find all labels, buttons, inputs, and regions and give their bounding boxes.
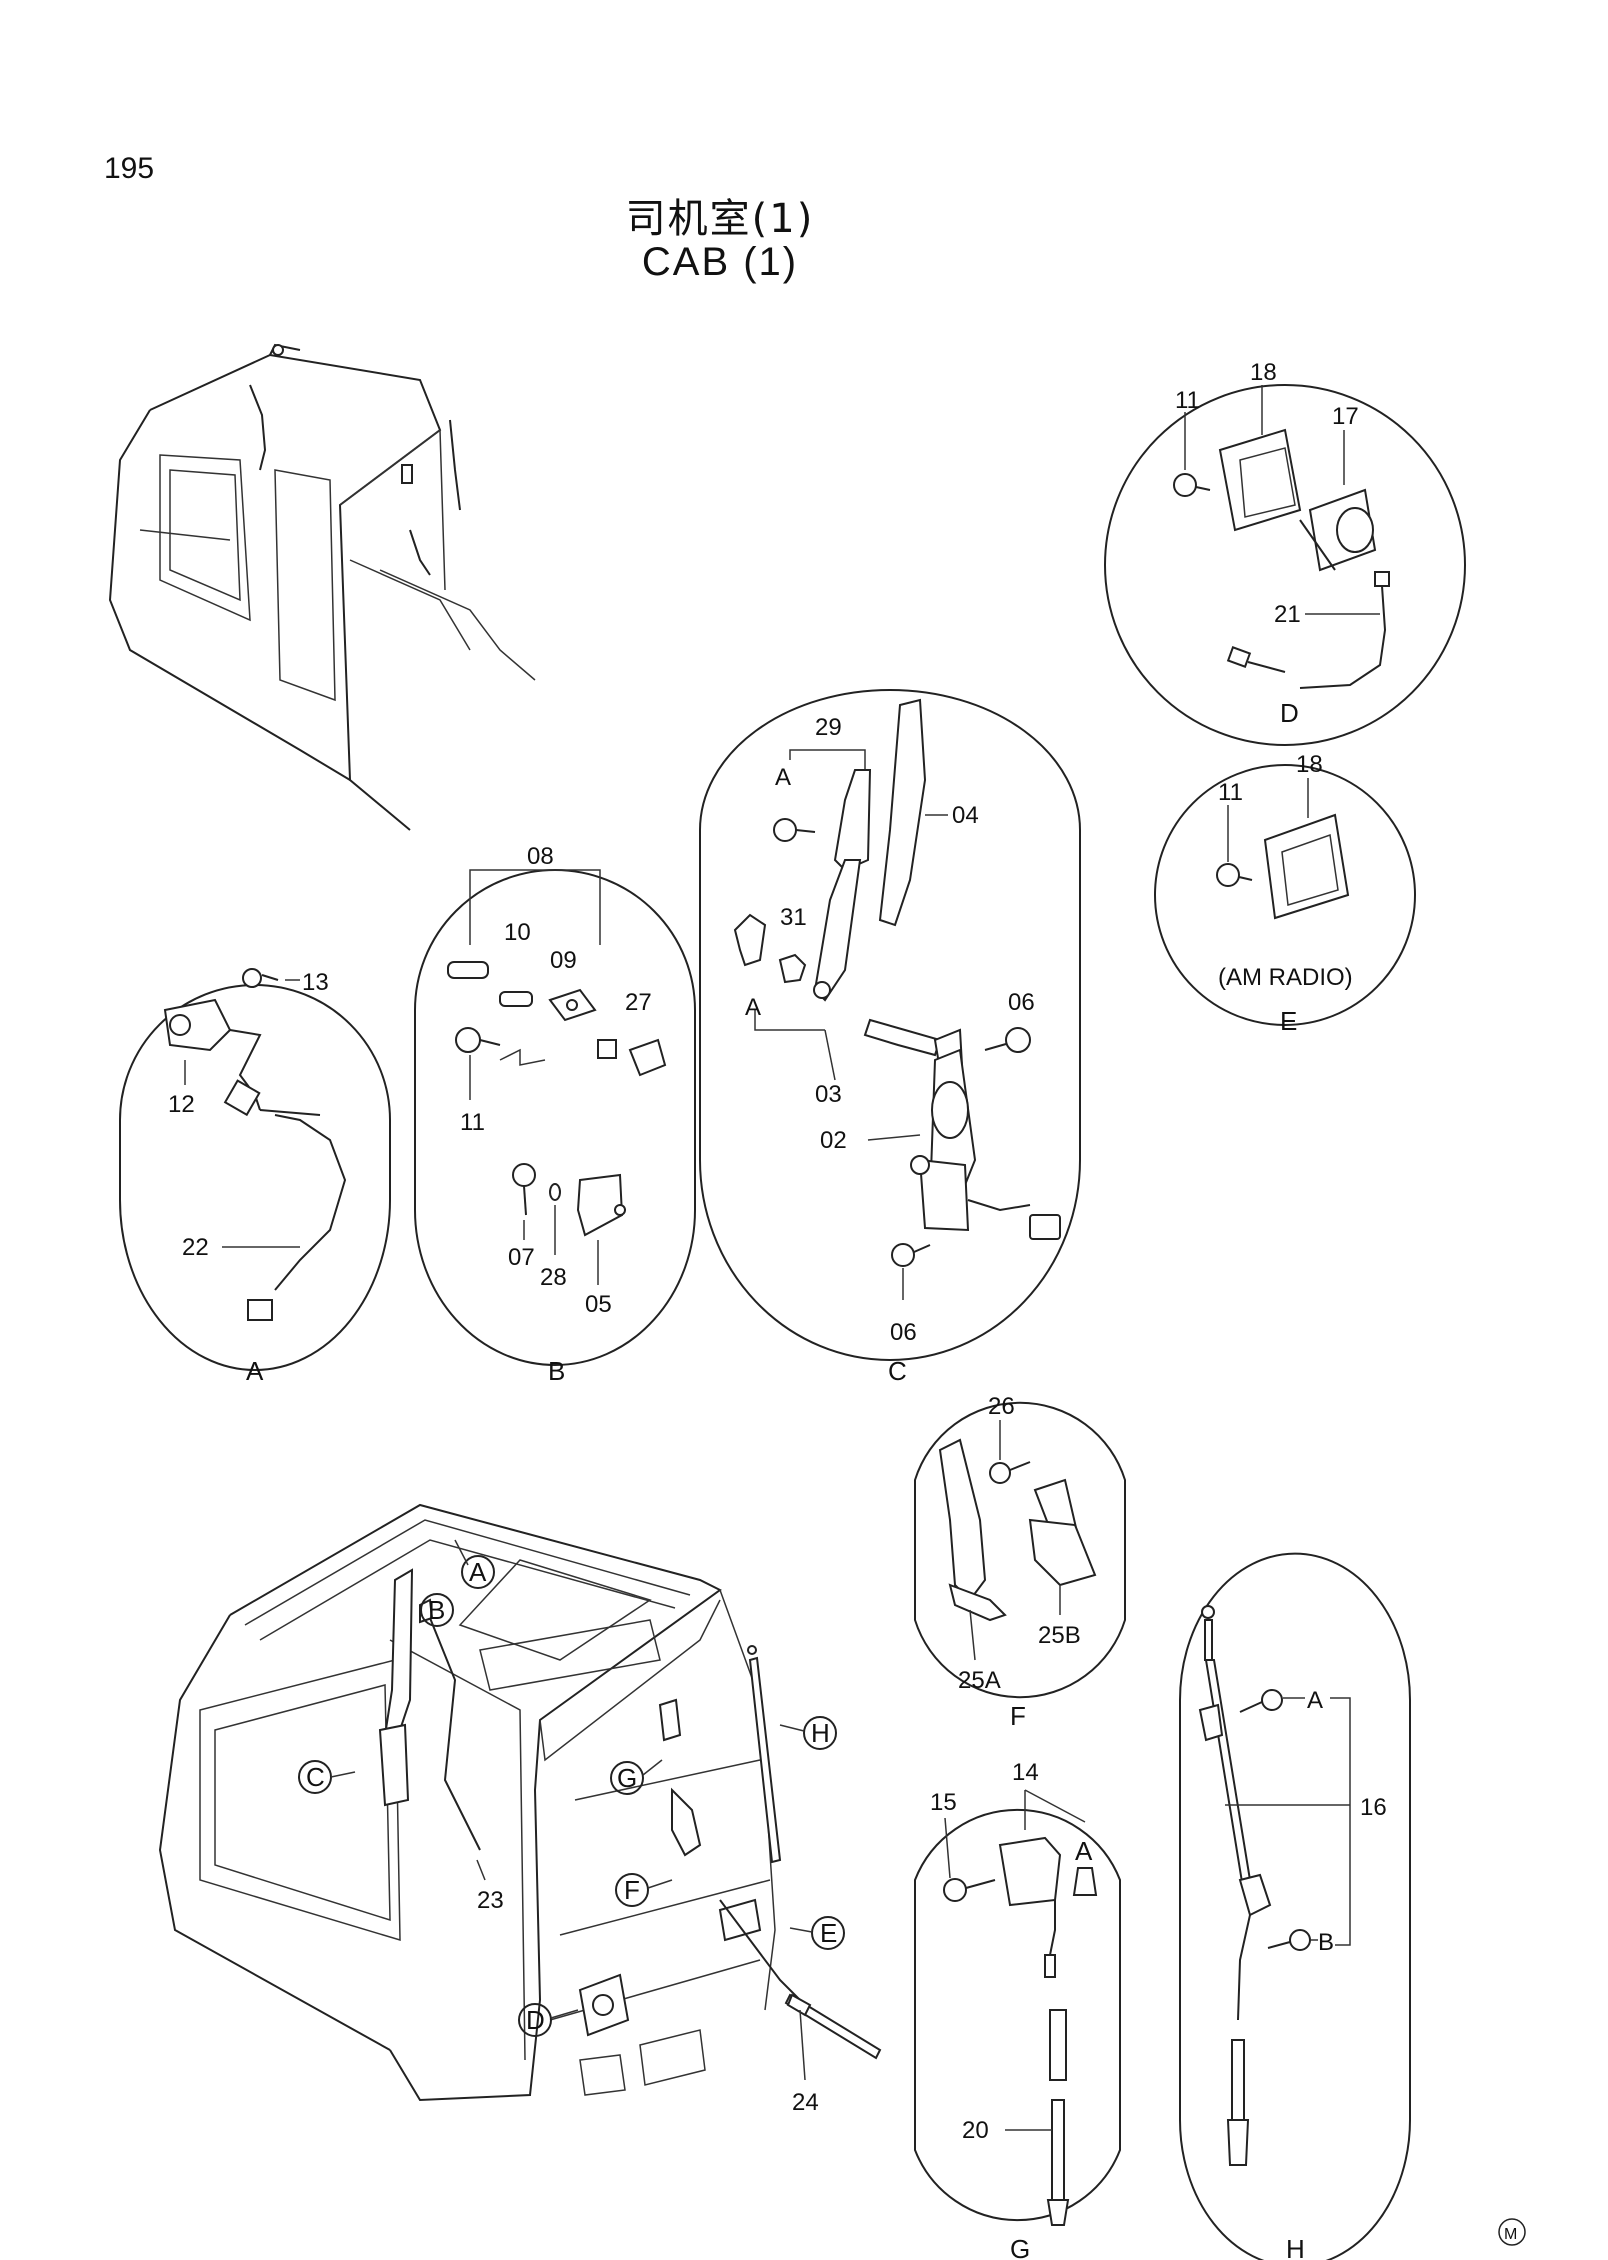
panel-label: G — [1010, 2234, 1030, 2260]
detail-panel-g: 14 15 A 20 G — [914, 1759, 1121, 2260]
cab-overview-small — [108, 343, 536, 831]
svg-text:E: E — [820, 1918, 837, 1948]
part-label: 09 — [550, 947, 577, 974]
svg-text:C: C — [306, 1762, 325, 1792]
manufacturer-mark: M — [1498, 2218, 1526, 2246]
part-label: 06 — [1008, 989, 1035, 1016]
part-label: 31 — [780, 904, 807, 931]
part-label: 23 — [477, 1887, 504, 1914]
panel-label: B — [548, 1356, 565, 1386]
part-label: 07 — [508, 1244, 535, 1271]
panel-label: A — [246, 1356, 264, 1386]
overview-callout: F — [615, 1873, 673, 1907]
panel-label: E — [1280, 1006, 1297, 1036]
part-label: 26 — [988, 1393, 1015, 1420]
part-label: 12 — [168, 1091, 195, 1118]
overview-callout: D — [518, 2003, 579, 2037]
part-label: 17 — [1332, 403, 1359, 430]
svg-text:A: A — [469, 1557, 487, 1587]
cab-overview-large: A B C G H — [158, 1503, 882, 2116]
part-label: 08 — [527, 843, 554, 870]
detail-panel-c: 29 A 04 31 A 06 0 — [699, 689, 1081, 1386]
detail-panel-d: 11 18 17 21 D — [1104, 359, 1466, 746]
part-label: 03 — [815, 1081, 842, 1108]
part-label: A — [775, 764, 791, 791]
part-label: A — [1075, 1836, 1093, 1866]
part-label: A — [1307, 1687, 1323, 1714]
part-label: 02 — [820, 1127, 847, 1154]
part-label: 22 — [182, 1234, 209, 1261]
svg-text:D: D — [526, 2005, 545, 2035]
part-label: 11 — [1175, 387, 1200, 414]
part-label: 25A — [958, 1667, 1001, 1694]
detail-panel-f: 26 25B 25A F — [914, 1393, 1126, 1731]
part-label: 11 — [460, 1109, 485, 1136]
svg-text:B: B — [428, 1595, 445, 1625]
part-label: 15 — [930, 1789, 957, 1816]
panel-label: F — [1010, 1701, 1026, 1731]
overview-callout: G — [610, 1759, 663, 1795]
detail-panel-a: 13 12 22 A — [119, 968, 391, 1386]
part-label: 28 — [540, 1264, 567, 1291]
part-label: 04 — [952, 802, 979, 829]
detail-panel-h: A 16 B H — [1179, 1552, 1411, 2260]
page-number: 195 — [104, 152, 155, 185]
part-label: A — [745, 994, 761, 1021]
overview-callout: E — [789, 1916, 845, 1950]
part-label: 18 — [1250, 359, 1277, 386]
svg-text:M: M — [1504, 2226, 1517, 2243]
part-label: 06 — [890, 1319, 917, 1346]
panel-label: H — [1286, 2234, 1305, 2260]
part-label: 05 — [585, 1291, 612, 1318]
part-label: 16 — [1360, 1794, 1387, 1821]
page-title-english: CAB (1) — [641, 240, 799, 284]
part-label: 13 — [302, 969, 329, 996]
part-label: 25B — [1038, 1622, 1081, 1649]
overview-callout: H — [779, 1716, 837, 1750]
part-label: 20 — [962, 2117, 989, 2144]
part-label: 14 — [1012, 1759, 1039, 1786]
part-label: 27 — [625, 989, 652, 1016]
part-label: 10 — [504, 919, 531, 946]
part-label: B — [1318, 1929, 1334, 1956]
overview-callout: B — [420, 1593, 454, 1627]
panel-label: D — [1280, 698, 1299, 728]
panel-note: (AM RADIO) — [1218, 964, 1353, 991]
part-label: 21 — [1274, 601, 1301, 628]
svg-text:F: F — [624, 1875, 640, 1905]
part-label: 29 — [815, 714, 842, 741]
panel-label: C — [888, 1356, 907, 1386]
part-label: 11 — [1218, 779, 1243, 806]
detail-panel-e: 11 18 (AM RADIO) E — [1154, 751, 1416, 1036]
overview-callout: A — [454, 1539, 495, 1589]
part-label: 24 — [792, 2089, 819, 2116]
overview-callout: C — [298, 1760, 356, 1794]
part-label: 18 — [1296, 751, 1323, 778]
page-title-chinese: 司机室(1) — [625, 196, 815, 242]
detail-panel-b: 08 10 09 27 11 07 28 05 B — [414, 843, 696, 1386]
svg-text:G: G — [617, 1763, 637, 1793]
svg-text:H: H — [811, 1718, 830, 1748]
